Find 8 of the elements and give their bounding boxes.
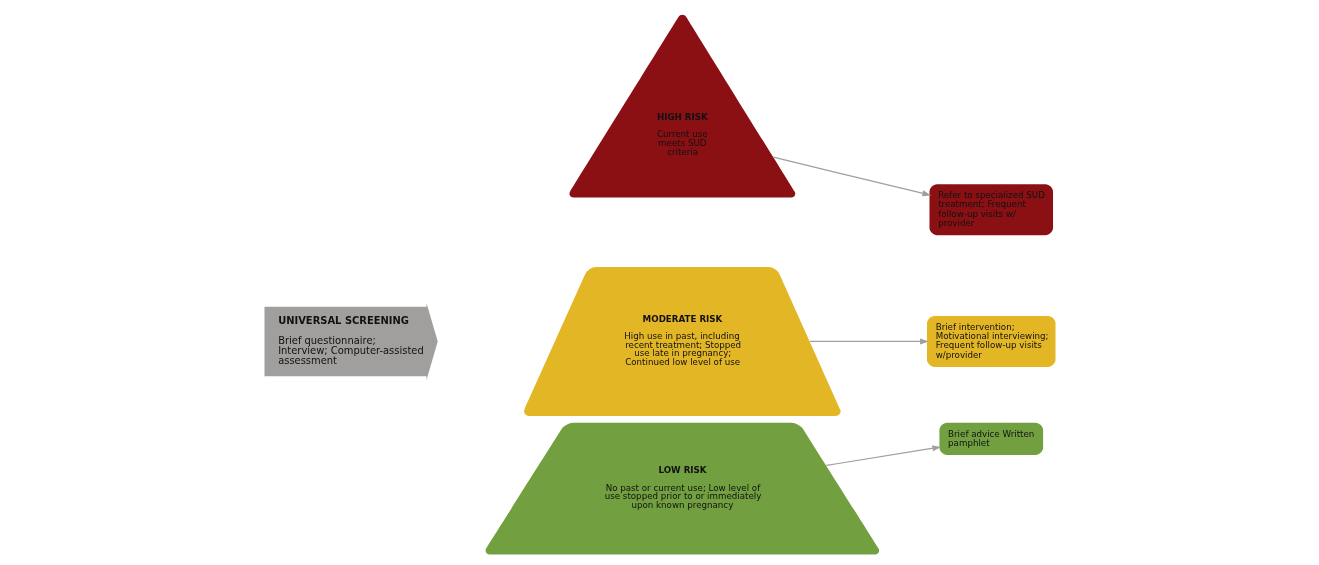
- node-box: Brief advice Written pamphlet: [938, 422, 1043, 456]
- node-box: Brief intervention; Motivational interviewing; Frequent follow-up visits w/provider: [926, 315, 1055, 367]
- node-ellipse: LOW RISK No past or current use; Low level of use stopped prior to or immediately upon known pregnancy: [485, 422, 879, 555]
- node-ellipse: MODERATE RISK High use in past, including recent treatment; Stopped use late in pregnancy; Continued low level of use: [523, 266, 841, 416]
- node-box: Refer to specialized SUD treatment; Frequent follow-up visits w/ provider: [928, 184, 1053, 236]
- arrow: [825, 445, 941, 467]
- arrow: [808, 338, 929, 345]
- arrow: [772, 156, 931, 197]
